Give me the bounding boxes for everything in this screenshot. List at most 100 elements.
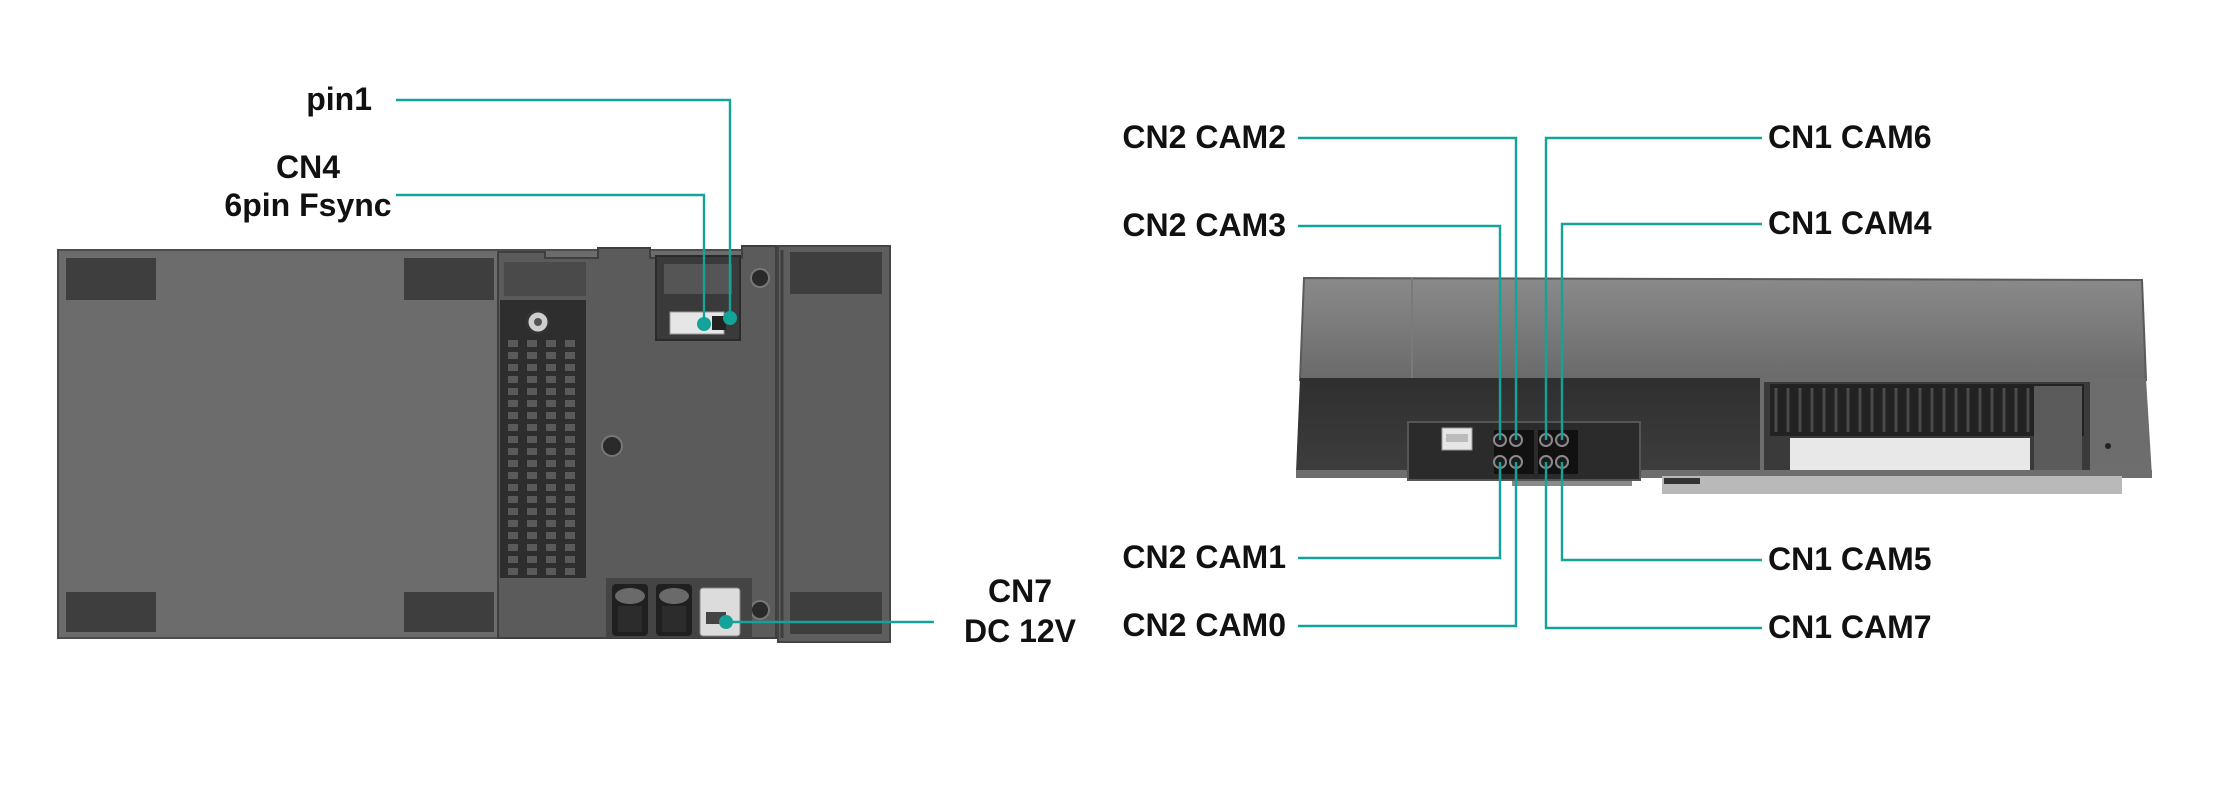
pin1-label: pin1 — [306, 81, 372, 117]
heatsink-fin — [508, 556, 518, 563]
heatsink-fin — [565, 460, 575, 467]
heatsink-fin — [527, 352, 537, 359]
heatsink-fin — [565, 508, 575, 515]
cn1-cam5-label: CN1 CAM5 — [1768, 541, 1932, 577]
cn2-cam1-callout: CN2 CAM1 — [1122, 462, 1502, 575]
rubber-foot — [790, 252, 882, 294]
heatsink-fin — [508, 412, 518, 419]
heatsink-fin — [565, 472, 575, 479]
heatsink-fin — [508, 472, 518, 479]
heatsink-fin — [565, 364, 575, 371]
rubber-foot — [404, 592, 494, 632]
heatsink-fin — [546, 400, 556, 407]
heatsink-fin — [565, 376, 575, 383]
heatsink-fin — [546, 568, 556, 575]
internal-heatsink-fins — [1774, 388, 2054, 432]
heatsink-fin — [508, 532, 518, 539]
heatsink-fin — [546, 508, 556, 515]
heatsink-fin — [565, 496, 575, 503]
cn7-dc-jack — [699, 587, 741, 637]
housing-end-cap — [777, 245, 891, 643]
heatsink-fin — [546, 448, 556, 455]
heatsink-fin — [527, 424, 537, 431]
heatsink-fin — [546, 556, 556, 563]
white-connector — [1441, 427, 1473, 451]
heatsink-fin — [565, 568, 575, 575]
heatsink-fin — [546, 364, 556, 371]
heatsink-fin — [508, 508, 518, 515]
heatsink-fin — [527, 376, 537, 383]
screw-hole — [750, 268, 770, 288]
cn2-cam3-label: CN2 CAM3 — [1122, 207, 1286, 243]
rubber-foot — [404, 258, 494, 300]
cn1-cam4-callout: CN1 CAM4 — [1560, 205, 1932, 440]
pin1-callout: pin1 — [306, 81, 737, 325]
bottom-view-device — [57, 245, 891, 643]
cn2-cam2-callout: CN2 CAM2 — [1122, 119, 1518, 440]
heatsink-fin — [527, 520, 537, 527]
heatsink-fins — [508, 340, 575, 575]
cn2-cam0-callout: CN2 CAM0 — [1122, 462, 1518, 643]
rubber-foot — [66, 592, 156, 632]
heatsink-fin — [527, 448, 537, 455]
cn2-cam1-label: CN2 CAM1 — [1122, 539, 1286, 575]
heatsink-fin — [565, 556, 575, 563]
heatsink-fin — [546, 376, 556, 383]
heatsink-fin — [508, 352, 518, 359]
heatsink-fin — [546, 484, 556, 491]
internal-heatsink — [1770, 384, 2084, 436]
heatsink-fin — [546, 520, 556, 527]
heatsink-fin — [508, 340, 518, 347]
heatsink-fin — [565, 340, 575, 347]
heatsink-fin — [527, 340, 537, 347]
heatsink-fin — [546, 412, 556, 419]
heatsink-fin — [527, 400, 537, 407]
heatsink-fin — [527, 388, 537, 395]
heatsink-fin — [508, 364, 518, 371]
screw-hole — [750, 600, 770, 620]
heatsink-fin — [565, 532, 575, 539]
heatsink-fin — [527, 496, 537, 503]
heatsink-fin — [508, 376, 518, 383]
heatsink-fin — [508, 424, 518, 431]
heatsink-fin — [546, 460, 556, 467]
heatsink-fin — [508, 448, 518, 455]
cn2-cam2-label: CN2 CAM2 — [1122, 119, 1286, 155]
pcb-label-area — [504, 262, 586, 296]
heatsink-fin — [508, 460, 518, 467]
heatsink-fin — [565, 424, 575, 431]
heatsink-fin — [546, 340, 556, 347]
heatsink-fin — [546, 544, 556, 551]
cn1-cam5-callout: CN1 CAM5 — [1560, 462, 1932, 577]
heatsink-fin — [508, 544, 518, 551]
cn2-cam0-label: CN2 CAM0 — [1122, 607, 1286, 643]
heatsink-fin — [546, 472, 556, 479]
heatsink-fin — [565, 388, 575, 395]
heatsink-fin — [527, 364, 537, 371]
cn4-callout: CN4 6pin Fsync — [224, 149, 711, 331]
cn7-desc-label: DC 12V — [964, 613, 1077, 649]
housing-top — [1298, 276, 2148, 381]
cn1-cam6-callout: CN1 CAM6 — [1544, 119, 1932, 440]
rubber-foot — [66, 258, 156, 300]
heatsink-fin — [546, 496, 556, 503]
heatsink-fin — [565, 544, 575, 551]
cn1-cam7-callout: CN1 CAM7 — [1544, 462, 1932, 645]
heatsink-fin — [508, 388, 518, 395]
round-connector — [612, 584, 648, 636]
heatsink-fin — [565, 400, 575, 407]
heatsink-fin — [527, 472, 537, 479]
heatsink-fin — [546, 388, 556, 395]
heatsink-fin — [508, 484, 518, 491]
cn7-label: CN7 — [988, 573, 1052, 609]
heatsink-fin — [565, 436, 575, 443]
screw-hole — [601, 435, 623, 457]
cn4-label: CN4 — [276, 149, 340, 185]
heatsink-fin — [546, 436, 556, 443]
heatsink-fin — [546, 532, 556, 539]
heatsink-fin — [527, 484, 537, 491]
heatsink-fin — [565, 520, 575, 527]
heatsink-fin — [546, 352, 556, 359]
heatsink-fin — [527, 532, 537, 539]
heatsink-fin — [546, 424, 556, 431]
